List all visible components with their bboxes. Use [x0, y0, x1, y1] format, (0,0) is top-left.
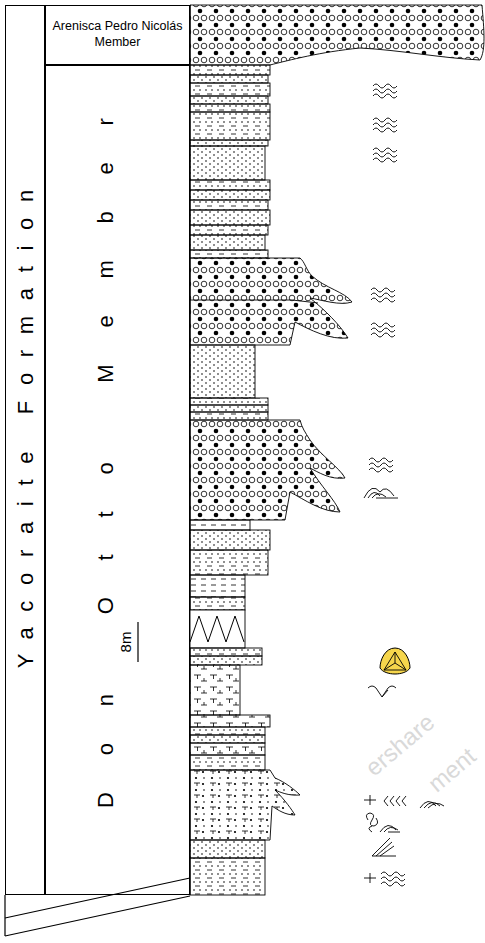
triangle-marker: [380, 648, 410, 674]
rotated-unit-name: Don Otto Member: [95, 81, 117, 844]
sediment-beds: [190, 65, 352, 895]
conglomerate-bed: [190, 5, 484, 65]
member-box: Arenisca Pedro Nicolás Member: [45, 5, 190, 65]
watermark: ershare: [361, 710, 439, 781]
watermark: ment: [424, 744, 480, 797]
scale-label: 8m: [118, 632, 133, 653]
scale-bar: [137, 622, 138, 662]
frame-lines: [5, 5, 190, 936]
member-column: Don Otto Member: [45, 65, 190, 895]
rotated-unit-name: Yacoraite Formation: [15, 174, 37, 684]
formation-column: Yacoraite Formation: [5, 5, 45, 895]
unit-name: Arenisca Pedro Nicolás Member: [46, 6, 189, 64]
